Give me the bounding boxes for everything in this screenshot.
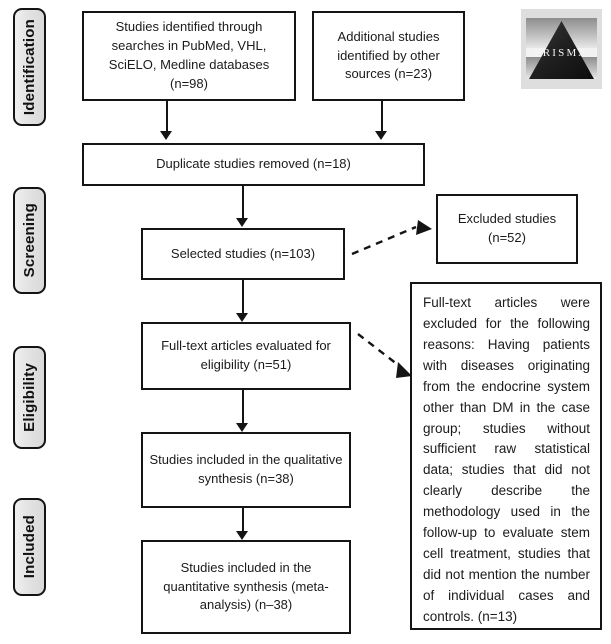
phase-label-included: Included <box>13 498 46 596</box>
phase-label-included-text: Included <box>21 515 38 579</box>
connector-other-to-duplicates <box>381 101 383 133</box>
box-additional-studies-other-sources-text: Additional studies identified by other s… <box>337 28 440 82</box>
arrowhead-selected-to-excluded <box>416 220 432 235</box>
arrowhead-selected-to-fulltext <box>236 313 248 322</box>
arrowhead-fulltext-to-reasons <box>396 362 412 378</box>
connector-fulltext-to-qualitative <box>242 390 244 424</box>
box-quantitative-synthesis: Studies included in the quantitative syn… <box>141 540 351 634</box>
box-studies-identified-databases-text: Studies identified through searches in P… <box>108 19 270 91</box>
box-qualitative-synthesis-text: Studies included in the qualitative synt… <box>149 452 343 486</box>
phase-label-screening-text: Screening <box>21 203 38 278</box>
arrowhead-duplicates-to-selected <box>236 218 248 227</box>
prisma-logo-graphic: PRISMA <box>521 9 602 89</box>
arrowhead-qualitative-to-quantitative <box>236 531 248 540</box>
box-selected-studies: Selected studies (n=103) <box>141 228 345 280</box>
box-qualitative-synthesis: Studies included in the qualitative synt… <box>141 432 351 508</box>
box-fulltext-articles-evaluated: Full-text articles evaluated for eligibi… <box>141 322 351 390</box>
box-duplicate-studies-removed-text: Duplicate studies removed (n=18) <box>156 156 351 172</box>
box-selected-studies-text: Selected studies (n=103) <box>170 245 316 261</box>
phase-label-eligibility: Eligibility <box>13 346 46 449</box>
box-duplicate-studies-removed: Duplicate studies removed (n=18) <box>82 143 425 186</box>
phase-label-identification: Identification <box>13 8 46 126</box>
box-additional-studies-other-sources: Additional studies identified by other s… <box>312 11 465 101</box>
box-studies-identified-databases: Studies identified through searches in P… <box>82 11 296 101</box>
prisma-logo-wordmark: PRISMA <box>534 47 588 59</box>
phase-label-eligibility-text: Eligibility <box>21 363 38 432</box>
prisma-logo: PRISMA <box>521 9 602 89</box>
box-excluded-studies: Excluded studies (n=52) <box>436 194 578 264</box>
box-exclusion-reasons: Full-text articles were excluded for the… <box>410 282 602 630</box>
box-excluded-studies-text: Excluded studies (n=52) <box>457 211 557 245</box>
arrowhead-fulltext-to-qualitative <box>236 423 248 432</box>
dashed-line-fulltext-reasons <box>357 333 403 369</box>
connector-qualitative-to-quantitative <box>242 508 244 533</box>
connector-duplicates-to-selected <box>242 186 244 219</box>
dashed-connector-fulltext-to-reasons <box>357 333 412 378</box>
phase-label-identification-text: Identification <box>21 18 38 116</box>
dashed-connector-selected-to-excluded <box>351 220 432 256</box>
connector-selected-to-fulltext <box>242 280 244 314</box>
connector-databases-to-duplicates <box>166 101 168 133</box>
dashed-line-selected-excluded <box>351 225 417 256</box>
box-quantitative-synthesis-text: Studies included in the quantitative syn… <box>163 559 329 613</box>
arrowhead-other-to-duplicates <box>375 131 387 140</box>
phase-label-screening: Screening <box>13 187 46 294</box>
box-fulltext-articles-evaluated-text: Full-text articles evaluated for eligibi… <box>161 338 331 372</box>
arrowhead-databases-to-duplicates <box>160 131 172 140</box>
box-exclusion-reasons-text: Full-text articles were excluded for the… <box>423 295 590 624</box>
